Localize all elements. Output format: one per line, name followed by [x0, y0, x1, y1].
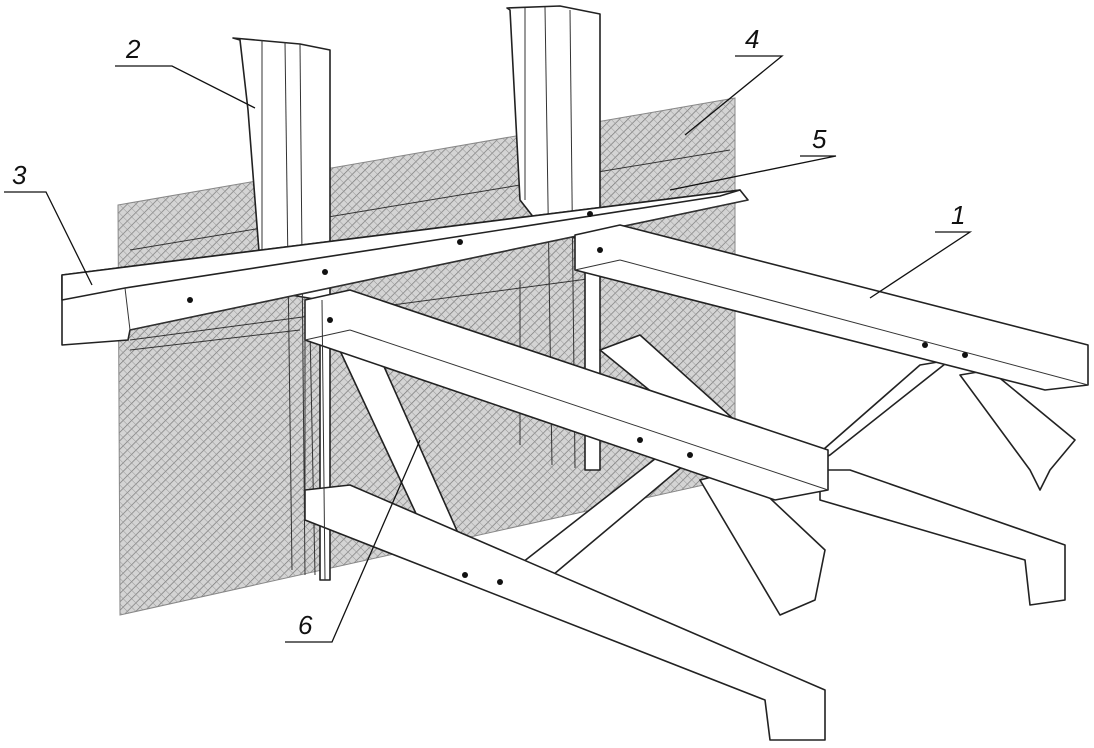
leader-1	[869, 231, 973, 299]
horizontal-beam	[61, 189, 749, 346]
leader-6	[285, 439, 421, 643]
label-4: 4	[745, 24, 759, 54]
label-5: 5	[812, 124, 827, 154]
label-6: 6	[298, 610, 313, 640]
vertical-post-left	[232, 37, 331, 581]
label-3: 3	[12, 160, 27, 190]
leader-lines	[4, 55, 973, 643]
label-1: 1	[951, 200, 965, 230]
leader-5	[669, 155, 837, 191]
leader-3	[4, 191, 93, 286]
leader-4	[684, 55, 784, 136]
label-2: 2	[125, 34, 141, 64]
leader-2	[115, 65, 256, 109]
bolts	[187, 211, 968, 585]
truss-lower	[304, 289, 829, 741]
